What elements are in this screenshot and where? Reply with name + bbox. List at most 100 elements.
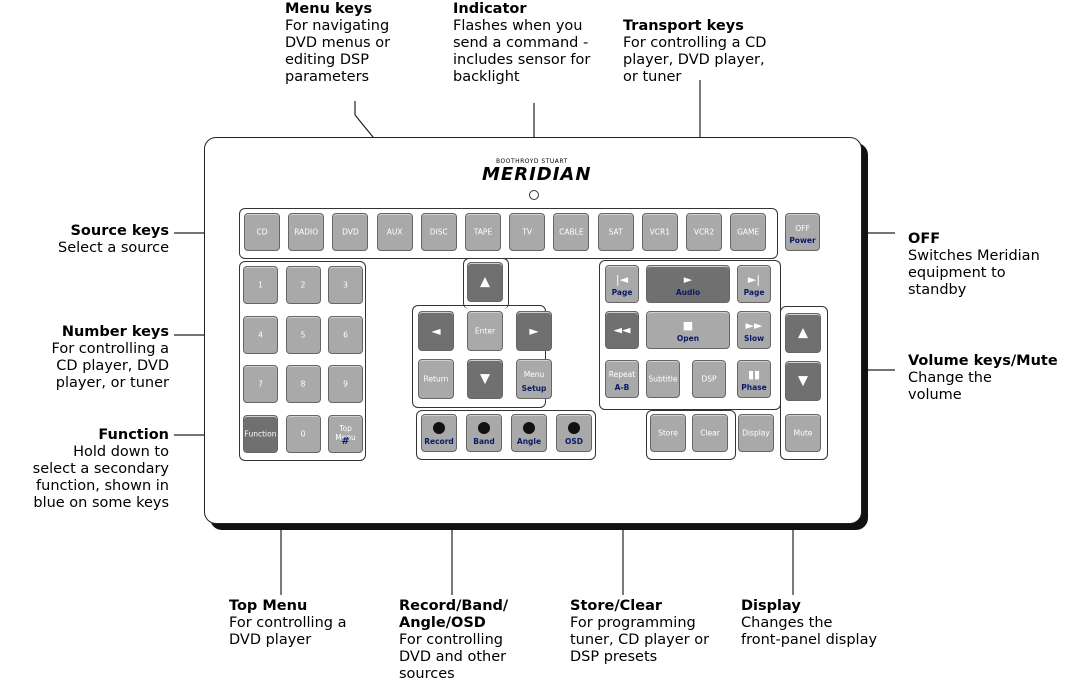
source-key-aux[interactable]: AUX xyxy=(376,213,413,251)
source-key-tv[interactable]: TV xyxy=(509,213,546,251)
band-button[interactable]: Band xyxy=(466,414,502,452)
annotation-title: Top Menu xyxy=(229,598,308,614)
annotation-text: DVD menus or xyxy=(285,35,391,51)
source-key-vcr1[interactable]: VCR1 xyxy=(641,213,678,251)
number-key-9[interactable]: 9 xyxy=(328,365,363,403)
down-arrow-button[interactable]: ▼ xyxy=(467,359,503,399)
record-button[interactable]: Record xyxy=(421,414,457,452)
indicator-led xyxy=(529,190,539,200)
annotation-title: Angle/OSD xyxy=(399,615,486,631)
key-label: 3 xyxy=(343,280,348,290)
annotation-text: DVD and other xyxy=(399,649,507,665)
key-label: DVD xyxy=(342,227,359,237)
key-label: Mute xyxy=(793,428,813,438)
source-key-tape[interactable]: TAPE xyxy=(465,213,501,251)
fast-forward-button[interactable]: ►►Slow xyxy=(737,311,771,349)
osd-button[interactable]: OSD xyxy=(556,414,592,452)
annotation-text: For navigating xyxy=(285,18,390,34)
function-button[interactable]: Function xyxy=(243,415,278,453)
source-key-cd[interactable]: CD xyxy=(244,213,280,251)
key-label: VCR1 xyxy=(649,227,670,237)
previous-track-button[interactable]: |◄Page xyxy=(605,265,639,303)
key-label: TV xyxy=(522,227,533,237)
source-key-radio[interactable]: RADIO xyxy=(288,213,325,251)
annotation-text: For controlling a xyxy=(229,615,347,631)
key-secondary-label: Angle xyxy=(516,437,542,446)
store-button[interactable]: Store xyxy=(650,414,686,452)
right-arrow-icon: ► xyxy=(529,324,539,338)
annotation-text: player, or tuner xyxy=(55,375,169,391)
source-key-cable[interactable]: CABLE xyxy=(553,213,590,251)
key-label: 0 xyxy=(300,429,306,438)
key-label: 1 xyxy=(258,280,263,290)
annotation-text: player, DVD player, xyxy=(623,52,765,68)
source-key-disc[interactable]: DISC xyxy=(420,213,457,251)
number-key-2[interactable]: 2 xyxy=(285,266,321,304)
number-key-7[interactable]: 7 xyxy=(243,365,278,403)
annotation-text: For controlling a xyxy=(51,341,169,357)
menu-keys-group xyxy=(412,305,546,408)
volume-down-icon: ▼ xyxy=(798,373,808,389)
source-key-sat[interactable]: SAT xyxy=(597,213,634,251)
source-key-vcr2[interactable]: VCR2 xyxy=(686,213,722,251)
annotation-title: Volume keys/Mute xyxy=(908,353,1058,369)
annotation-title: Record/Band/ xyxy=(399,598,509,614)
up-arrow-button[interactable]: ▲ xyxy=(467,262,503,302)
key-secondary-label: Record xyxy=(424,437,454,446)
left-arrow-button[interactable]: ◄ xyxy=(418,311,454,351)
clear-button[interactable]: Clear xyxy=(692,414,728,452)
play-button[interactable]: ►Audio xyxy=(646,265,730,303)
key-secondary-label: Page xyxy=(743,288,765,297)
angle-button[interactable]: Angle xyxy=(511,414,547,452)
number-key-4[interactable]: 4 xyxy=(243,315,278,354)
key-label: Enter xyxy=(474,326,496,336)
dot-icon xyxy=(568,422,580,434)
stop-open-button[interactable]: ■Open xyxy=(646,311,730,349)
annotation-text: Switches Meridian xyxy=(908,248,1040,264)
key-label: 6 xyxy=(343,330,348,339)
annotation-title: Transport keys xyxy=(623,18,744,34)
rewind-button[interactable]: ◄◄ xyxy=(605,311,639,349)
right-arrow-button[interactable]: ► xyxy=(516,311,552,351)
next-track-button[interactable]: ►| Page xyxy=(737,265,771,303)
subtitle-button[interactable]: Subtitle xyxy=(646,360,680,398)
number-key-6[interactable]: 6 xyxy=(328,315,363,354)
volume-down-button[interactable]: ▼ xyxy=(785,361,821,401)
key-label: OFF xyxy=(795,224,810,233)
return-button[interactable]: Return xyxy=(418,359,454,399)
key-label: Top Menu xyxy=(335,424,356,442)
annotation-text: or tuner xyxy=(623,69,682,85)
number-key-0[interactable]: 0 xyxy=(285,414,321,453)
rewind-icon: ◄◄ xyxy=(613,323,631,337)
record-keys-group xyxy=(416,410,596,460)
dsp-button[interactable]: DSP xyxy=(692,360,726,398)
stop-icon: ■ xyxy=(682,319,694,332)
mute-button[interactable]: Mute xyxy=(785,414,821,452)
annotation-text: volume xyxy=(908,387,962,403)
display-button[interactable]: Display xyxy=(738,414,774,452)
source-key-dvd[interactable]: DVD xyxy=(332,213,369,251)
annotation-text: function, shown in xyxy=(36,478,169,494)
key-label: CABLE xyxy=(559,227,584,237)
volume-up-button[interactable]: ▲ xyxy=(785,313,821,353)
skip-forward-icon: ►| xyxy=(747,273,761,286)
enter-button[interactable]: Enter xyxy=(467,311,503,351)
top-menu-button[interactable]: Top Menu# xyxy=(328,415,363,453)
number-key-5[interactable]: 5 xyxy=(285,315,321,354)
annotation-text: send a command - xyxy=(453,35,589,51)
number-key-3[interactable]: 3 xyxy=(328,266,363,304)
annotation-text: select a secondary xyxy=(32,461,169,477)
number-key-1[interactable]: 1 xyxy=(243,266,278,304)
number-key-8[interactable]: 8 xyxy=(285,365,321,403)
pause-button[interactable]: ▮▮Phase xyxy=(737,360,771,398)
source-key-game[interactable]: GAME xyxy=(730,213,767,251)
